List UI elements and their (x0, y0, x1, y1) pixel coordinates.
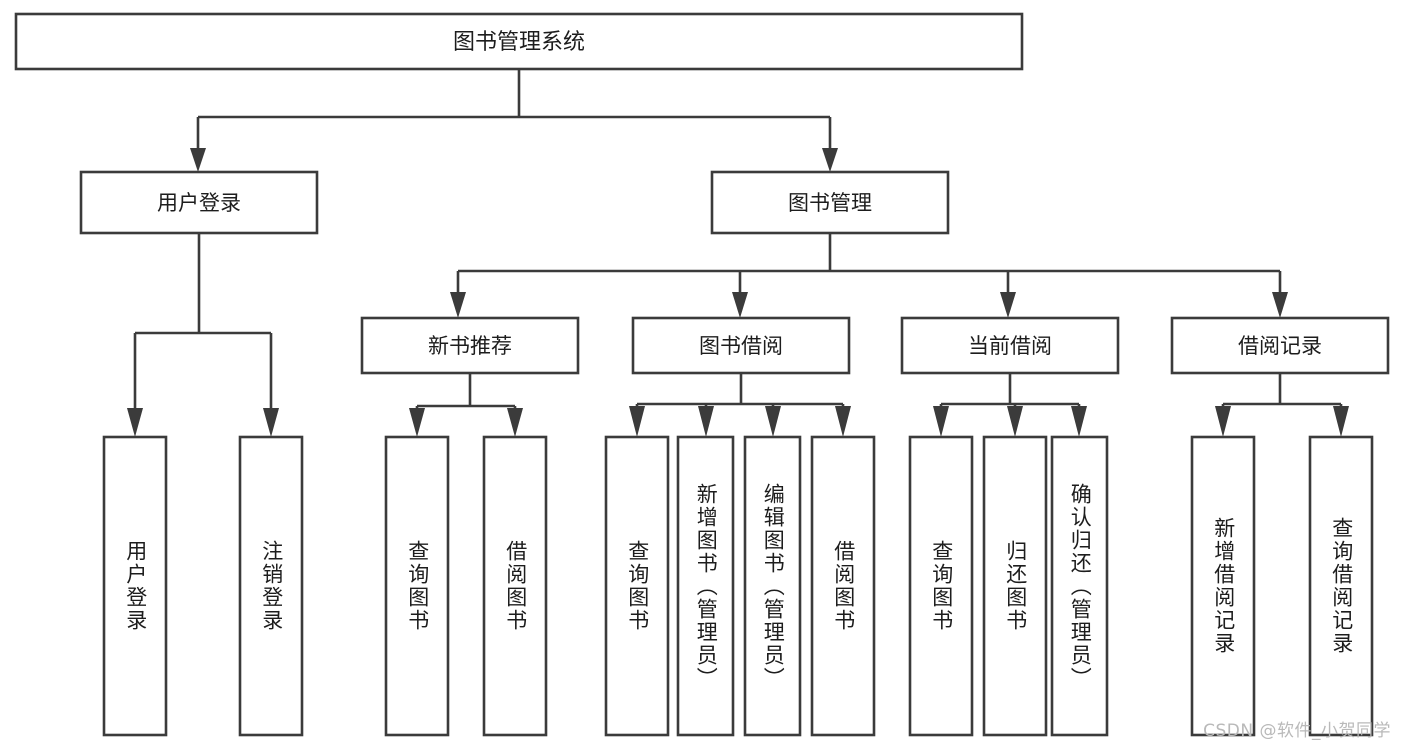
csdn-watermark: CSDN @软件_小贺同学 (1203, 721, 1391, 741)
leaf-query-book-current-box[interactable] (908, 435, 974, 737)
leaf-edit-book-admin-box[interactable] (743, 435, 802, 737)
connector-borrow-record-to-leaves (1215, 373, 1349, 437)
node-book-manage-label: 图书管理 (788, 191, 872, 215)
leaf-add-book-admin-box[interactable] (676, 435, 735, 737)
connector-current-borrow-to-leaves (933, 373, 1087, 437)
arrow-head-borrow-record (1272, 292, 1288, 318)
leaf-query-borrow-record-box[interactable] (1308, 435, 1374, 737)
node-new-book-rec[interactable]: 新书推荐 (360, 316, 580, 375)
node-book-manage[interactable]: 图书管理 (710, 170, 950, 235)
leaf-return-book-box[interactable] (982, 435, 1048, 737)
arrow-head-leaf-user-login (127, 408, 143, 437)
leaf-add-borrow-record-box[interactable] (1190, 435, 1256, 737)
arrow-head-new-book-rec (450, 292, 466, 318)
arrow-head-leaf-query-book-current (933, 406, 949, 437)
node-root-box[interactable] (14, 12, 1024, 71)
node-book-manage-box[interactable] (710, 170, 950, 235)
leaf-user-login-box[interactable] (102, 435, 168, 737)
leaf-borrow-book-borrow-box[interactable] (810, 435, 876, 737)
connector-book-borrow-to-leaves (629, 373, 851, 437)
arrow-head-leaf-query-book-rec (409, 408, 425, 437)
node-book-borrow[interactable]: 图书借阅 (631, 316, 851, 375)
node-book-borrow-label: 图书借阅 (699, 334, 783, 358)
node-user-login-label: 用户登录 (157, 191, 241, 215)
arrow-head-leaf-borrow-book-borrow (835, 406, 851, 437)
leaf-confirm-return-admin-box[interactable] (1050, 435, 1109, 737)
leaf-query-book-rec-box[interactable] (384, 435, 450, 737)
node-borrow-record-box[interactable] (1170, 316, 1390, 375)
arrow-head-leaf-confirm-return-admin (1071, 406, 1087, 437)
leaf-node-boxes (102, 435, 1374, 737)
arrow-head-book-manage (822, 148, 838, 172)
arrow-head-leaf-borrow-book-rec (507, 408, 523, 437)
leaf-borrow-book-rec-box[interactable] (482, 435, 548, 737)
node-root[interactable]: 图书管理系统 (14, 12, 1024, 71)
leaf-logout-login-box[interactable] (238, 435, 304, 737)
connector-book-manage-to-level3 (450, 233, 1288, 318)
node-new-book-rec-label: 新书推荐 (428, 334, 512, 358)
arrow-head-leaf-query-borrow-record (1333, 406, 1349, 437)
arrow-head-user-login (190, 148, 206, 172)
node-book-borrow-box[interactable] (631, 316, 851, 375)
connector-new-book-rec-to-leaves (409, 373, 523, 437)
arrow-head-leaf-add-borrow-record (1215, 406, 1231, 437)
node-borrow-record-label: 借阅记录 (1238, 334, 1322, 358)
node-current-borrow-box[interactable] (900, 316, 1120, 375)
arrow-head-leaf-return-book (1007, 406, 1023, 437)
arrow-head-leaf-edit-book-admin (765, 406, 781, 437)
node-root-label: 图书管理系统 (453, 30, 585, 55)
arrow-head-leaf-query-book-borrow (629, 406, 645, 437)
arrow-head-leaf-logout-login (263, 408, 279, 437)
arrow-head-current-borrow (1000, 292, 1016, 318)
leaf-query-book-borrow-box[interactable] (604, 435, 670, 737)
node-borrow-record[interactable]: 借阅记录 (1170, 316, 1390, 375)
node-new-book-rec-box[interactable] (360, 316, 580, 375)
connector-root-to-level2 (190, 69, 838, 172)
node-current-borrow-label: 当前借阅 (968, 334, 1052, 358)
arrow-head-leaf-add-book-admin (698, 406, 714, 437)
connector-user-login-to-leaves (127, 233, 279, 437)
arrow-head-book-borrow (732, 292, 748, 318)
node-user-login[interactable]: 用户登录 (79, 170, 319, 235)
node-current-borrow[interactable]: 当前借阅 (900, 316, 1120, 375)
